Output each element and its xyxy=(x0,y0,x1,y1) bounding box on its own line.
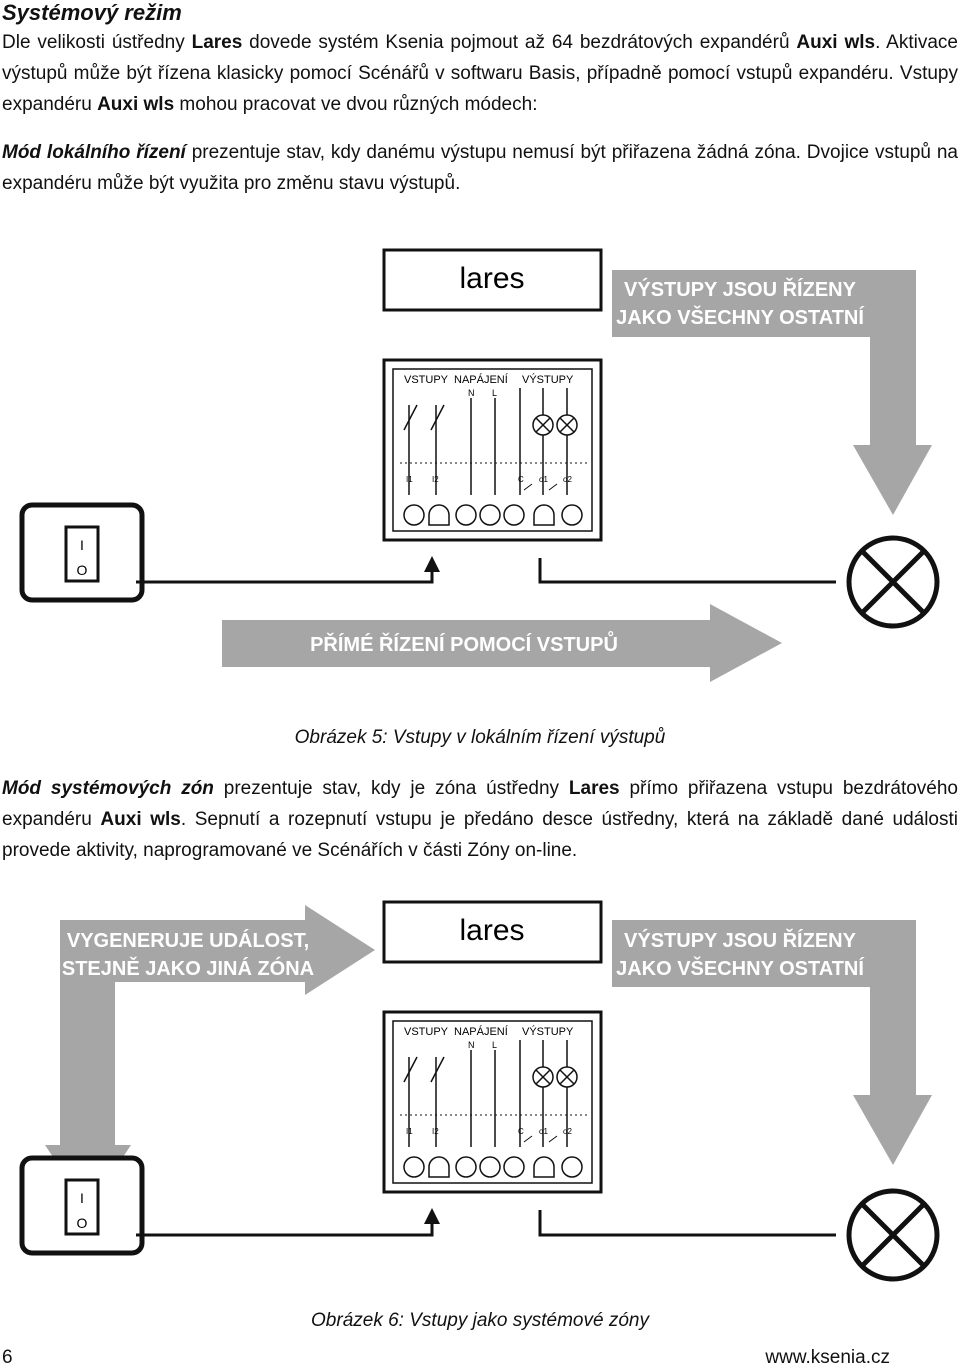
svg-text:NAPÁJENÍ: NAPÁJENÍ xyxy=(454,1025,509,1038)
lares-label: lares xyxy=(459,914,524,947)
lares-label: lares xyxy=(459,262,524,295)
svg-text:C: C xyxy=(518,475,524,484)
figure-local-control: lares VÝSTUPY JSOU ŘÍZENY JAKO VŠECHNY O… xyxy=(19,248,940,682)
outputs-label-line1: VÝSTUPY JSOU ŘÍZENY xyxy=(624,277,857,301)
svg-text:N: N xyxy=(468,1040,475,1050)
svg-text:o2: o2 xyxy=(563,475,572,484)
outputs-label-line2: JAKO VŠECHNY OSTATNÍ xyxy=(616,305,864,329)
svg-text:N: N xyxy=(468,388,475,398)
svg-text:VÝSTUPY: VÝSTUPY xyxy=(522,1025,574,1038)
page-number: 6 xyxy=(2,1347,13,1368)
paragraph-system-zones: Mód systémových zón prezentuje stav, kdy… xyxy=(2,778,959,861)
svg-text:I1: I1 xyxy=(406,475,413,484)
lares-panel-box xyxy=(382,248,603,312)
figure-system-zones: VYGENERUJE UDÁLOST, STEJNĚ JAKO JINÁ ZÓN… xyxy=(19,900,940,1282)
auxi-module: VSTUPY NAPÁJENÍ VÝSTUPY N L I1 I2 C o1 o… xyxy=(382,1010,603,1194)
svg-text:I: I xyxy=(80,1190,84,1206)
footer-url[interactable]: www.ksenia.cz xyxy=(765,1347,890,1368)
wall-switch-icon: I O xyxy=(19,502,145,603)
auxi-module: VSTUPY NAPÁJENÍ VÝSTUPY N L I1 I2 C o1 o… xyxy=(382,358,603,542)
figure-6-caption: Obrázek 6: Vstupy jako systémové zóny xyxy=(311,1310,649,1331)
svg-text:O: O xyxy=(77,562,88,578)
direct-control-label: PŘÍMÉ ŘÍZENÍ POMOCÍ VSTUPŮ xyxy=(310,630,618,656)
svg-text:O: O xyxy=(77,1215,88,1231)
section-heading: Systémový režim xyxy=(2,0,182,25)
wall-switch-icon: I O xyxy=(19,1155,145,1256)
svg-text:I: I xyxy=(80,537,84,553)
outputs-arrow xyxy=(612,270,932,515)
event-arrow xyxy=(45,905,375,1210)
svg-text:I1: I1 xyxy=(406,1127,413,1136)
event-label-line1: VYGENERUJE UDÁLOST, xyxy=(67,929,309,952)
svg-text:L: L xyxy=(492,1040,497,1050)
svg-text:NAPÁJENÍ: NAPÁJENÍ xyxy=(454,373,509,386)
outputs-label-line1: VÝSTUPY JSOU ŘÍZENY xyxy=(624,928,857,952)
svg-text:o2: o2 xyxy=(563,1127,572,1136)
svg-text:o1: o1 xyxy=(539,475,548,484)
paragraph-intro: Dle velikosti ústředny Lares dovede syst… xyxy=(2,32,958,115)
lares-panel-box xyxy=(382,900,603,964)
paragraph-local-mode: Mód lokálního řízení prezentuje stav, kd… xyxy=(2,142,958,194)
svg-text:I2: I2 xyxy=(432,1127,439,1136)
svg-text:I2: I2 xyxy=(432,475,439,484)
svg-text:C: C xyxy=(518,1127,524,1136)
svg-text:VSTUPY: VSTUPY xyxy=(404,374,449,386)
svg-text:o1: o1 xyxy=(539,1127,548,1136)
event-label-line2: STEJNĚ JAKO JINÁ ZÓNA xyxy=(62,956,314,980)
outputs-label-line2: JAKO VŠECHNY OSTATNÍ xyxy=(616,956,864,980)
svg-text:VSTUPY: VSTUPY xyxy=(404,1026,449,1038)
direct-control-arrow xyxy=(222,604,782,682)
svg-text:VÝSTUPY: VÝSTUPY xyxy=(522,373,574,386)
lamp-icon xyxy=(846,1188,940,1282)
svg-text:L: L xyxy=(492,388,497,398)
figure-5-caption: Obrázek 5: Vstupy v lokálním řízení výst… xyxy=(294,727,666,748)
outputs-arrow xyxy=(612,920,932,1165)
lamp-icon xyxy=(846,535,940,629)
